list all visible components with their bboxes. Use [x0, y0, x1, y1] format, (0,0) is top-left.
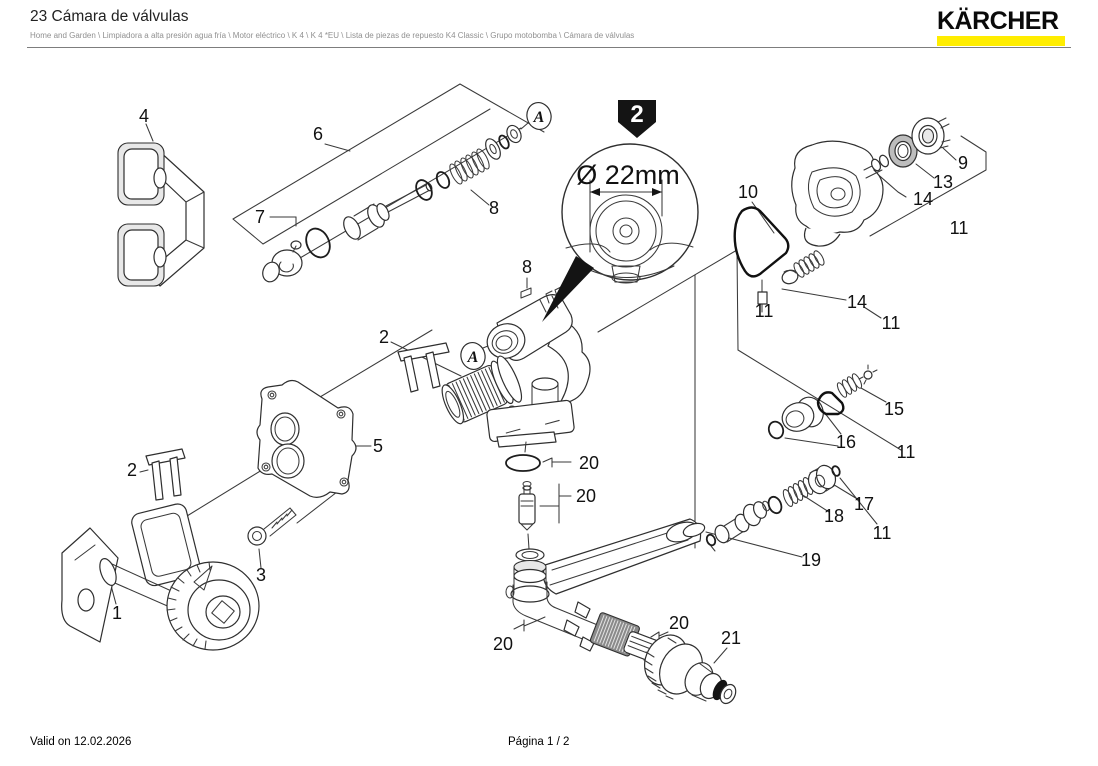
inlet-coupling-part-1 [61, 448, 260, 651]
view-label-a-chamber: A [467, 349, 479, 366]
cover-plate-part-5 [256, 379, 357, 498]
pump-head [791, 117, 951, 247]
valve-chamber-body [441, 286, 591, 448]
part-label: 9 [958, 153, 968, 173]
part-label: 6 [313, 124, 323, 144]
part-label: 20 [576, 486, 596, 506]
part-4-bracket [117, 142, 205, 287]
coupling-part-21 [643, 634, 737, 705]
part-label: 14 [847, 292, 867, 312]
part-label: 11 [873, 523, 892, 543]
part-labels: 4 6 7 8 2 8 5 2 3 1 20 20 20 20 21 10 9 … [112, 106, 968, 654]
part-label: 11 [950, 218, 969, 238]
check-valve-part-20 [518, 485, 536, 531]
piston-group-17-18-19 [705, 464, 841, 547]
karcher-logo-bar [937, 36, 1065, 46]
part-label: 2 [379, 327, 389, 347]
magnifier-pointer-wedge [542, 256, 594, 322]
part-label: 11 [755, 301, 774, 321]
screw-part-3 [247, 507, 297, 546]
part-label: 2 [127, 460, 137, 480]
dimension-label: Ø 22mm [576, 160, 680, 190]
header-divider [27, 47, 1071, 48]
oring-part-20 [505, 441, 541, 488]
part-label: 1 [112, 603, 122, 623]
valve-group-15-16 [767, 364, 878, 440]
part-label: 20 [579, 453, 599, 473]
part-label: 20 [493, 634, 513, 654]
part-label: 21 [721, 628, 741, 648]
clip-part-2-chamber [397, 342, 450, 393]
callout-2-number: 2 [630, 101, 643, 128]
part-label: 19 [801, 550, 821, 570]
view-label-a-top: A [533, 109, 545, 126]
part-label: 5 [373, 436, 383, 456]
part-label: 17 [854, 494, 874, 514]
part-label: 13 [933, 172, 953, 192]
part-label: 8 [522, 257, 532, 277]
valid-on-date: Valid on 12.02.2026 [30, 736, 132, 748]
union-nut-ribs [166, 561, 211, 650]
triangular-seal-part-10 [733, 206, 790, 313]
part-label: 7 [255, 207, 265, 227]
part-label: 8 [489, 198, 499, 218]
page-number: Página 1 / 2 [508, 736, 570, 748]
spring-part-8 [449, 148, 490, 185]
coupling-ribs [643, 637, 677, 700]
part-label: 4 [139, 106, 149, 126]
part-label: 15 [884, 399, 904, 419]
karcher-logo: KÄRCHER [937, 9, 1065, 46]
part-label: 14 [913, 189, 933, 209]
exploded-valve-assembly [262, 124, 522, 283]
karcher-logo-text: KÄRCHER [937, 7, 1059, 35]
callout-2-marker: 2 [618, 100, 656, 138]
part-label: 16 [836, 432, 856, 452]
plug-and-spring-part-14 [781, 250, 825, 285]
threaded-outlet [441, 355, 523, 425]
magnifier-circle: Ø 22mm [561, 143, 699, 284]
part-label: 10 [738, 182, 758, 202]
view-marker-a-top: A [526, 101, 552, 131]
part-label: 20 [669, 613, 689, 633]
part-label: 11 [897, 442, 916, 462]
breadcrumb: Home and Garden \ Limpiadora a alta pres… [30, 31, 635, 40]
part-label: 3 [256, 565, 266, 585]
page-title: 23 Cámara de válvulas [30, 8, 189, 25]
part-label: 11 [882, 313, 901, 333]
part-label: 18 [824, 506, 844, 526]
view-marker-a-chamber: A [460, 341, 486, 371]
